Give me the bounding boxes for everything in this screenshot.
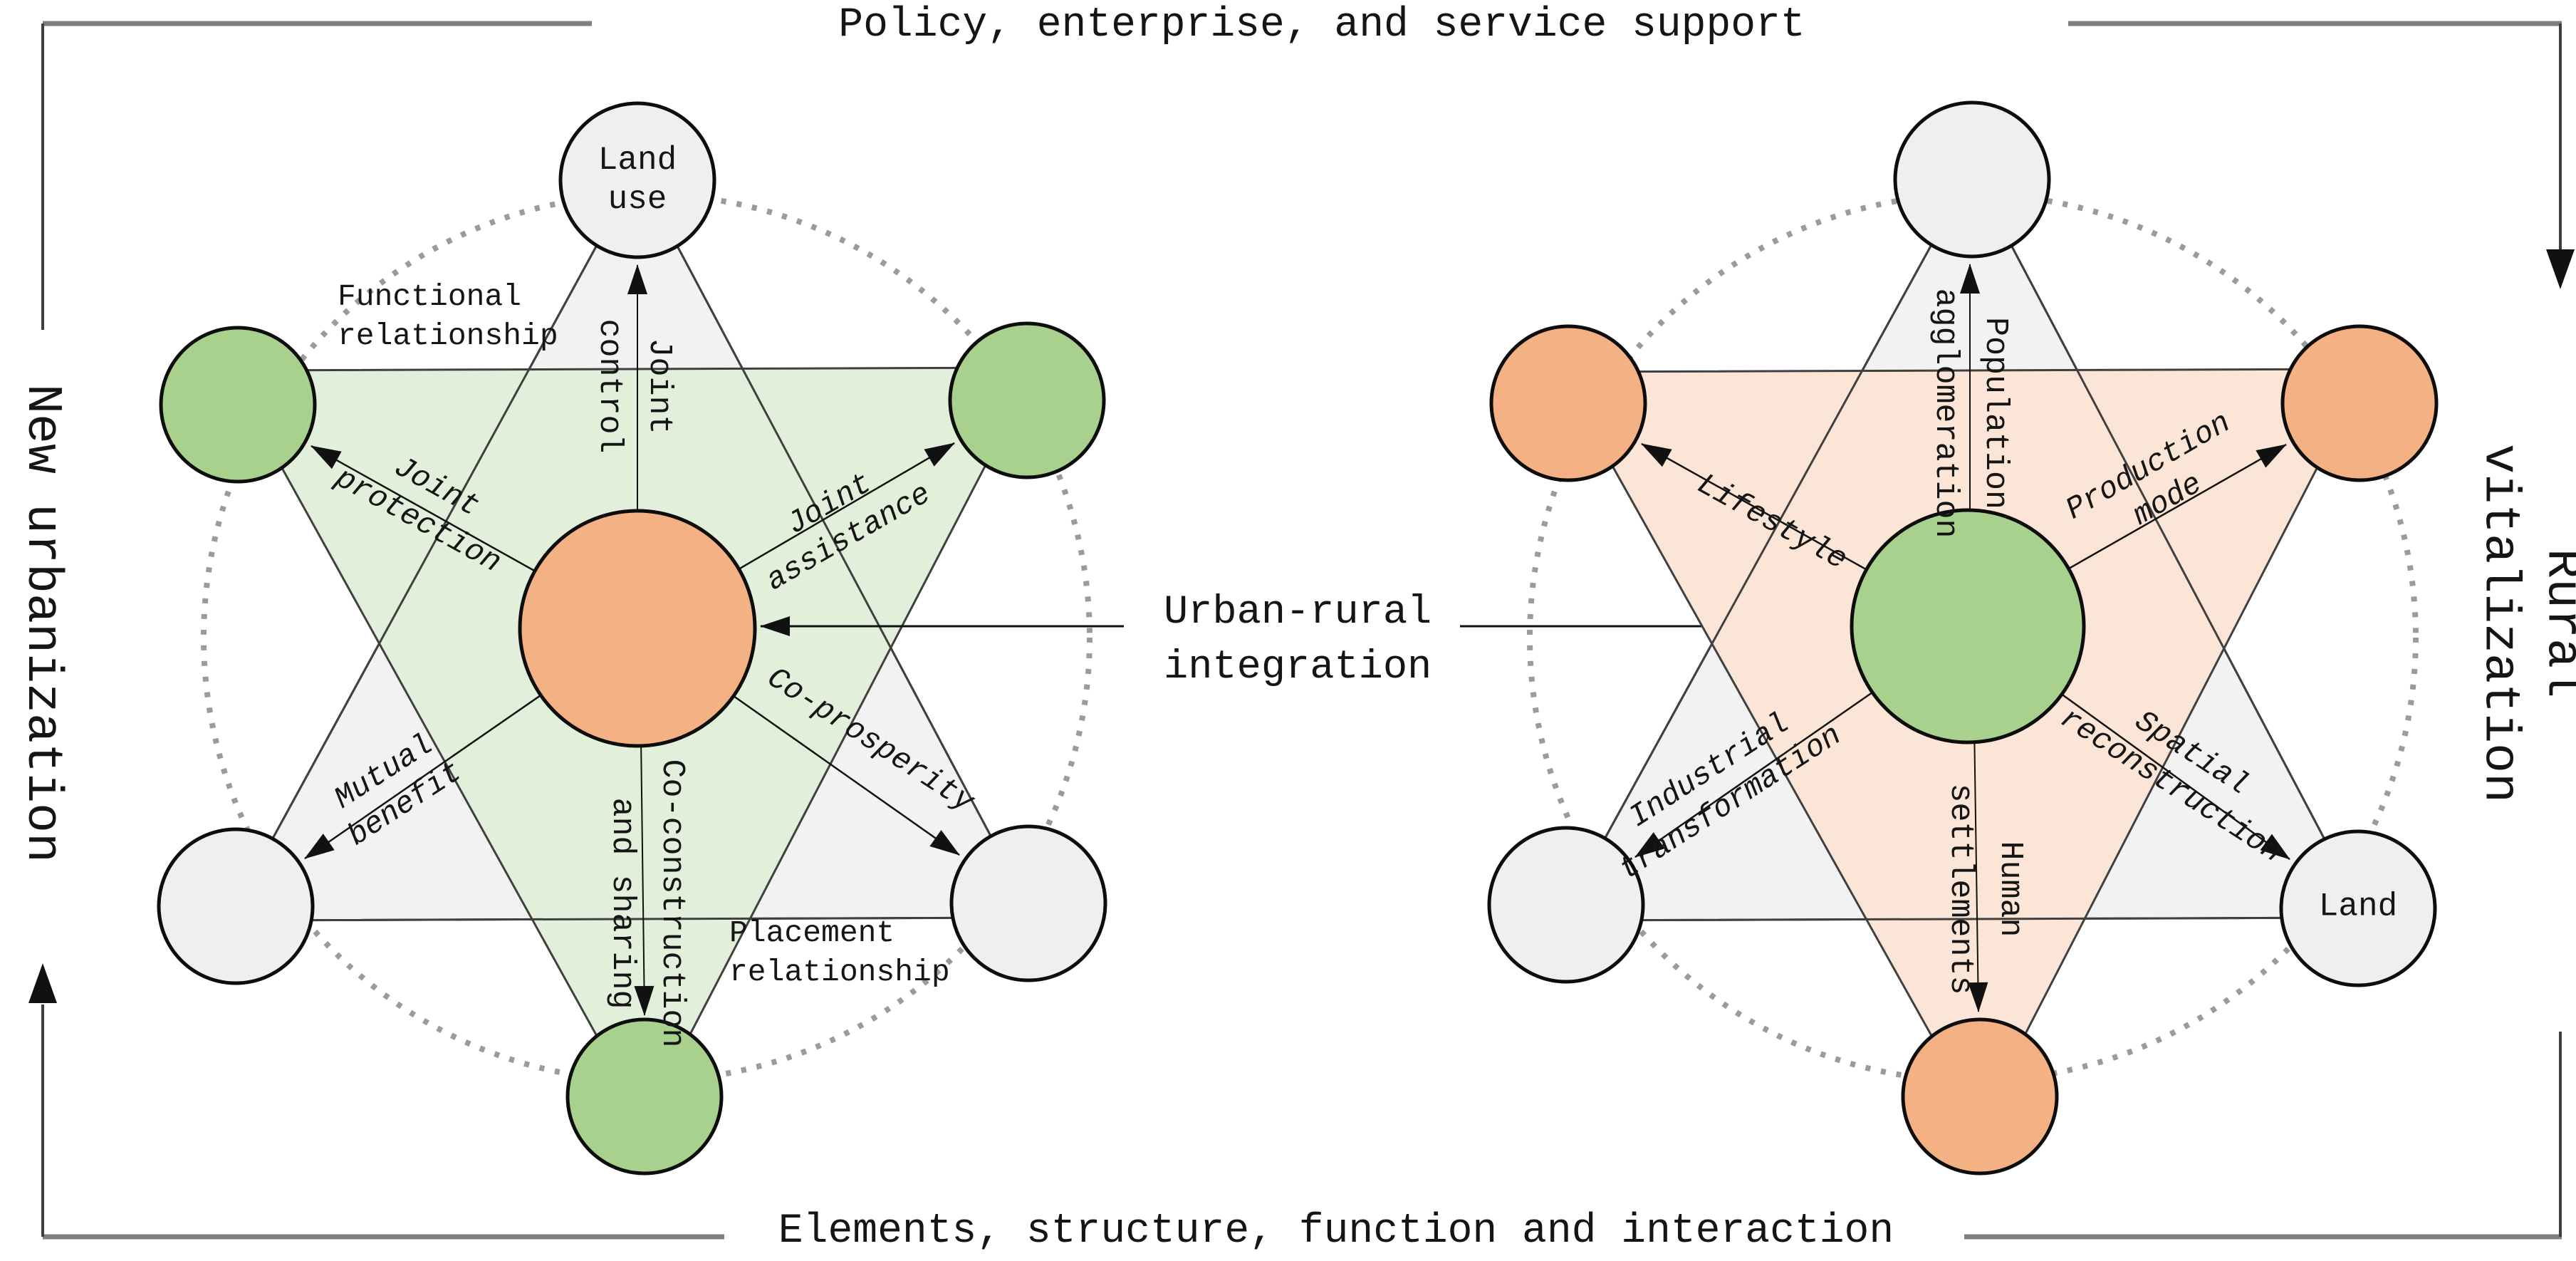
right-frame-label: Rural vitalization <box>2471 443 2576 804</box>
left-node-bottom <box>565 1017 724 1176</box>
left-node-lower-right <box>949 824 1107 982</box>
frame-lines <box>28 21 2575 1240</box>
bottom-frame-label: Elements, structure, function and intera… <box>778 1208 1894 1255</box>
left-center-node <box>518 509 757 748</box>
down-arrowhead-icon <box>2546 249 2575 289</box>
left-functional-relationship-label: Functional relationship <box>338 279 558 353</box>
left-node-top <box>558 101 716 259</box>
left-node-upper-left <box>159 326 317 484</box>
left-arrow-up-label: Joint control <box>591 318 677 454</box>
right-peach-triangle-outline <box>1558 368 2370 1125</box>
right-node-upper-right <box>2280 324 2439 482</box>
right-node-lower-right <box>2279 829 2437 987</box>
right-arrow-up-label: Population agglomeration <box>1927 288 2013 539</box>
right-node-land-label: Land <box>2318 888 2398 925</box>
left-placement-relationship-label: Placement relationship <box>729 915 950 990</box>
left-node-upper-right <box>948 321 1106 479</box>
center-title: Urban-rural integration <box>1164 590 1432 690</box>
right-center-node <box>1850 508 2086 744</box>
up-arrowhead-icon <box>28 963 57 1003</box>
left-green-triangle-outline <box>226 366 1038 1125</box>
right-peach-triangle <box>1560 369 2368 1122</box>
top-frame-label: Policy, enterprise, and service support <box>838 1 1805 48</box>
right-node-upper-left <box>1489 324 1647 482</box>
right-node-lower-left <box>1487 826 1645 984</box>
right-node-top <box>1893 100 2051 259</box>
right-hexagram <box>1487 100 2439 1176</box>
right-node-bottom <box>1901 1017 2059 1176</box>
left-node-lower-left <box>157 827 315 985</box>
left-frame-label: New urbanization <box>13 383 70 863</box>
left-gray-triangle-outline <box>226 168 1036 922</box>
left-hexagram <box>157 101 1107 1176</box>
right-gray-triangle-outline <box>1558 168 2368 922</box>
right-arrow-down-label: Human settlements <box>1942 783 2028 995</box>
left-arrow-down-label: Co-construction and sharing <box>604 759 690 1048</box>
left-node-top-label: Land use <box>598 141 677 218</box>
